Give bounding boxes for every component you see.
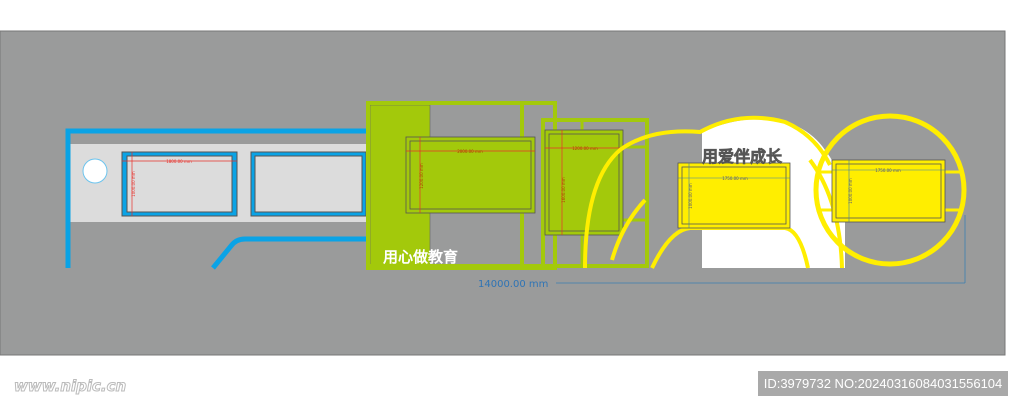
yellow-section: 1750.00 mm 1000.00 mm 1750.00 mm 1000.00… xyxy=(583,113,967,269)
green-section: 2000.00 mm 1200.00 mm 1200.00 mm 1600.00… xyxy=(366,101,649,270)
image-id-badge: ID:3979732 NO:20240316084031556104 xyxy=(758,371,1008,396)
dimension-label: 1000.00 mm xyxy=(131,171,136,197)
dimension-label: 1000.00 mm xyxy=(688,183,693,209)
slogan-right: 用爱伴成长 xyxy=(702,147,783,166)
dimension-label: 2000.00 mm xyxy=(457,149,483,154)
dimension-label: 1200.00 mm xyxy=(419,163,424,189)
total-width-label: 14000.00 mm xyxy=(478,279,548,290)
watermark-logo: www.nipic.cn xyxy=(8,372,126,396)
slogan-left: 用心做教育 xyxy=(383,248,458,266)
blue-section: 1800.00 mm 1000.00 mm xyxy=(65,128,383,270)
dimension-label: 1600.00 mm xyxy=(561,177,566,203)
round-logo-placeholder xyxy=(82,158,108,184)
total-dimension: 14000.00 mm xyxy=(478,215,966,290)
dimension-label: 1000.00 mm xyxy=(848,178,853,204)
dimension-label: 1200.00 mm xyxy=(572,146,598,151)
dimension-label: 1750.00 mm xyxy=(875,168,901,173)
dimension-label: 1800.00 mm xyxy=(166,159,192,164)
dimension-label: 1750.00 mm xyxy=(722,176,748,181)
watermark-site: www.nipic.cn xyxy=(13,377,127,396)
